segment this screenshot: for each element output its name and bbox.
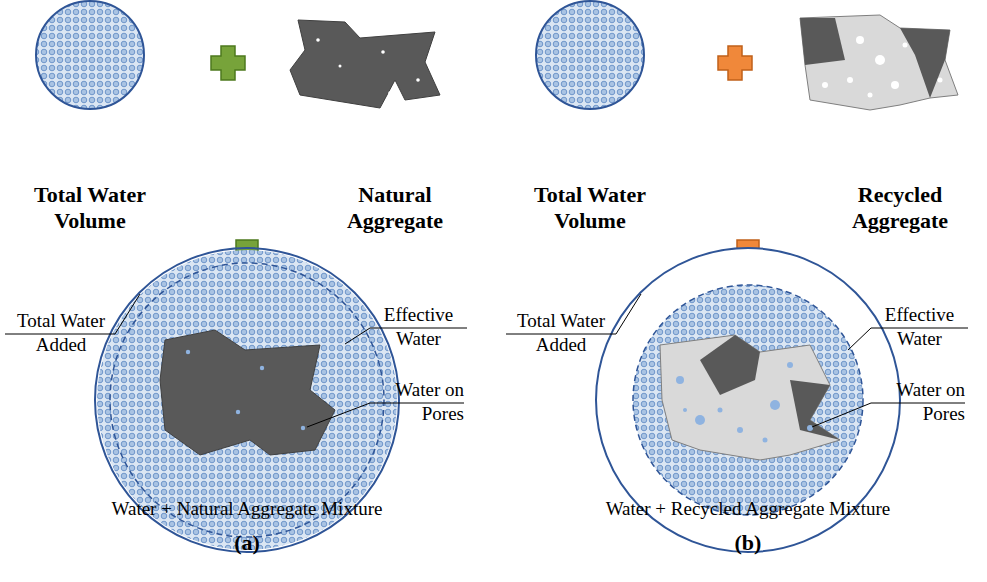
leader-label: Total Water Added	[505, 309, 617, 357]
pores	[316, 38, 420, 95]
recycled-aggregate	[800, 15, 958, 110]
panel-tag: (a)	[207, 530, 287, 556]
water-on-pores	[676, 362, 813, 443]
old-stone	[900, 28, 950, 98]
water-volume	[536, 1, 644, 109]
mixture-caption: Water + Natural Aggregate Mixture	[27, 497, 467, 521]
plus-sign	[718, 46, 752, 80]
mixture-caption: Water + Recycled Aggregate Mixture	[528, 497, 968, 521]
input-label: Natural Aggregate	[330, 182, 460, 234]
input-label: Total Water Volume	[515, 182, 665, 234]
natural-aggregate	[160, 330, 335, 455]
leader-label: Water on Pores	[869, 378, 965, 426]
old-stone	[700, 335, 760, 395]
water-on-pores	[186, 350, 305, 430]
natural-aggregate	[290, 20, 440, 108]
water-volume	[36, 1, 144, 109]
input-label: Total Water Volume	[15, 182, 165, 234]
input-label: Recycled Aggregate	[835, 182, 965, 234]
leader-label: Water on Pores	[368, 378, 464, 426]
recycled-aggregate	[660, 335, 840, 460]
leader-label: Total Water Added	[5, 309, 117, 357]
old-stone	[790, 380, 840, 440]
plus-sign	[211, 46, 245, 80]
leader-label: Effective Water	[370, 303, 467, 351]
leader-label: Effective Water	[871, 303, 968, 351]
old-stone	[800, 18, 845, 65]
effective-water-circle	[110, 263, 384, 537]
pores	[822, 36, 943, 98]
panel-tag: (b)	[708, 530, 788, 556]
effective-water-circle	[633, 285, 863, 515]
leader-lines	[5, 294, 968, 427]
